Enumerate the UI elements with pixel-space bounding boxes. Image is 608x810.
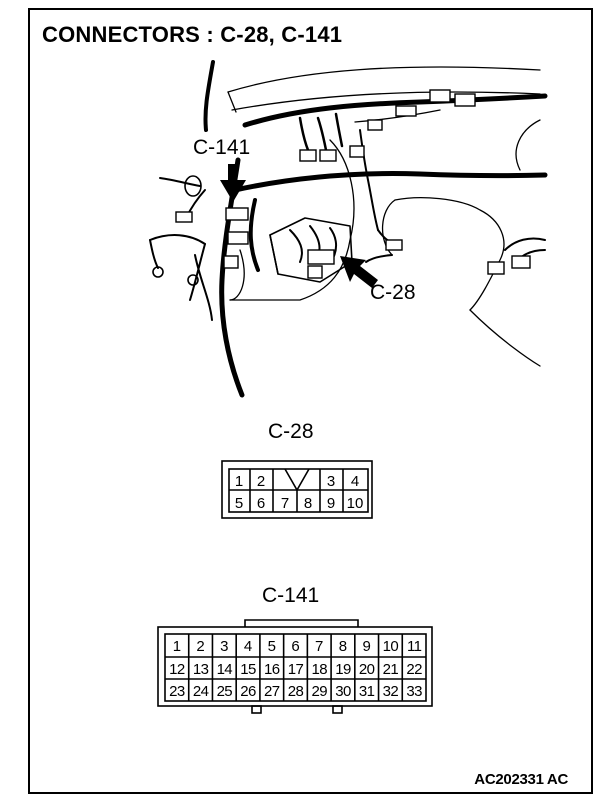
c28-pin: 5 [235, 495, 243, 512]
c141-pin: 30 [335, 683, 351, 700]
c141-pin: 24 [193, 683, 209, 700]
c141-pin: 14 [217, 661, 233, 678]
c141-pin: 10 [383, 638, 399, 655]
main-harness [242, 93, 548, 128]
c141-pin: 8 [339, 638, 347, 655]
c141-pin: 2 [196, 638, 204, 655]
c141-pin: 12 [169, 661, 185, 678]
c28-pin: 10 [347, 495, 364, 512]
c141-pin: 26 [240, 683, 256, 700]
c141-arrow [220, 164, 246, 202]
c28-pin: 8 [304, 495, 312, 512]
c28-pin: 2 [257, 473, 265, 490]
c141-pin: 23 [169, 683, 185, 700]
c141-pin: 27 [264, 683, 280, 700]
diagram-frame [28, 8, 593, 794]
c141-pin: 31 [359, 683, 375, 700]
c141-pin: 6 [291, 638, 299, 655]
c28-callout-label: C-28 [370, 281, 416, 304]
c141-connector-body [225, 207, 249, 221]
c141-pin: 25 [217, 683, 233, 700]
c141-pin: 17 [288, 661, 304, 678]
c28-arrow [340, 256, 378, 288]
c141-pin: 5 [268, 638, 276, 655]
c141-pin: 33 [406, 683, 422, 700]
c141-pin: 4 [244, 638, 252, 655]
c141-pin: 11 [407, 638, 422, 655]
page-title: CONNECTORS : C-28, C-141 [42, 22, 343, 47]
c28-keyway [284, 468, 310, 492]
c141-pin: 13 [193, 661, 209, 678]
c28-pin: 6 [257, 495, 265, 512]
dashboard-outline [227, 66, 541, 93]
c141-pin: 28 [288, 683, 304, 700]
c141-pin: 32 [383, 683, 399, 700]
c141-pin: 9 [363, 638, 371, 655]
document-id: AC202331 AC [474, 771, 568, 788]
c141-pin: 7 [315, 638, 323, 655]
c28-pin: 7 [281, 495, 289, 512]
c141-callout-label: C-141 [193, 136, 251, 159]
c28-connector-body [307, 249, 335, 265]
c141-pin: 22 [406, 661, 422, 678]
c141-pin: 16 [264, 661, 280, 678]
c141-face-label: C-141 [262, 584, 320, 607]
c28-pin: 3 [327, 473, 335, 490]
c28-pin: 9 [327, 495, 335, 512]
c28-pin: 4 [351, 473, 359, 490]
c141-pin: 15 [240, 661, 256, 678]
grommet [184, 175, 202, 197]
c28-face-label: C-28 [268, 420, 314, 443]
c141-pin: 3 [220, 638, 228, 655]
c141-pin: 29 [311, 683, 327, 700]
c141-pin: 19 [335, 661, 351, 678]
c141-pin: 1 [173, 638, 181, 655]
c141-pin: 21 [383, 661, 399, 678]
c28-pin: 1 [235, 473, 243, 490]
c141-pin: 20 [359, 661, 375, 678]
c141-pin: 18 [311, 661, 327, 678]
